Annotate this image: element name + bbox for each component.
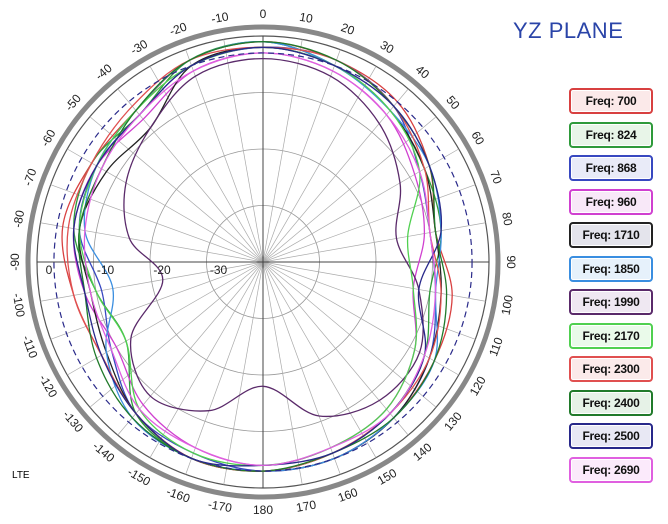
angle-spoke (262, 261, 377, 458)
angle-spoke (262, 261, 486, 302)
angle-spoke (40, 261, 264, 302)
angle-tick-label: 180 (253, 503, 273, 517)
angle-spoke (185, 49, 264, 263)
series-layer (53, 41, 473, 472)
legend-item-2300[interactable]: Freq: 2300 (569, 356, 653, 382)
angle-spoke (149, 261, 264, 458)
outer-ring (25, 24, 501, 500)
legend-item-960[interactable]: Freq: 960 (569, 188, 653, 215)
reference-circle (53, 52, 473, 472)
angle-spoke (262, 261, 437, 408)
angle-tick-label: 170 (295, 498, 317, 515)
angle-tick-label: -10 (210, 9, 230, 26)
angle-spoke (262, 88, 409, 263)
legend-item-700[interactable]: Freq: 700 (569, 88, 653, 114)
angle-spoke (223, 39, 264, 263)
angle-spoke (262, 66, 377, 263)
angle-spoke (40, 222, 264, 263)
angle-spoke (262, 261, 303, 485)
band-label: LTE (12, 470, 30, 481)
legend-item-1710[interactable]: Freq: 1710 (569, 222, 653, 248)
angle-tick-label: 90 (504, 255, 518, 269)
angle-spoke (67, 148, 264, 263)
angle-spoke (117, 88, 264, 263)
angle-spoke (117, 261, 264, 436)
angle-tick-label: 80 (499, 211, 515, 227)
angle-spoke (262, 261, 476, 340)
radial-tick-label: 0 (46, 263, 53, 277)
angle-spoke (223, 261, 264, 485)
legend-item-2500[interactable]: Freq: 2500 (569, 423, 653, 449)
angle-spoke (149, 66, 264, 263)
legend-item-824[interactable]: Freq: 824 (569, 121, 653, 148)
angle-spoke (262, 261, 459, 376)
angle-tick-label: 10 (298, 10, 314, 26)
angle-tick-label: 100 (499, 294, 516, 316)
angle-spoke (262, 222, 486, 263)
angle-tick-label: 70 (487, 169, 505, 187)
series-line-1990 (123, 57, 424, 418)
polar-grid (25, 24, 501, 500)
angle-tick-label: 60 (468, 129, 487, 148)
angle-tick-label: -80 (10, 209, 27, 229)
angle-tick-label: -60 (38, 127, 59, 149)
angle-spoke (185, 261, 264, 475)
angle-spoke (262, 184, 476, 263)
angle-spoke (262, 39, 303, 263)
angle-tick-label: -20 (168, 19, 189, 38)
angle-tick-label: 0 (260, 7, 267, 21)
angle-tick-label: -160 (165, 484, 193, 505)
angle-tick-label: 110 (486, 335, 506, 358)
legend-item-2690[interactable]: Freq: 2690 (569, 456, 653, 483)
angle-tick-label: -70 (20, 166, 39, 187)
legend-item-1850[interactable]: Freq: 1850 (569, 255, 653, 282)
angle-spoke (67, 261, 264, 376)
legend-item-2400[interactable]: Freq: 2400 (569, 389, 653, 416)
radial-tick-label: -30 (210, 263, 228, 277)
legend-item-2170[interactable]: Freq: 2170 (569, 322, 653, 349)
angle-tick-label: 50 (443, 93, 463, 112)
angle-tick-label: -100 (10, 292, 28, 318)
chart-title: YZ PLANE (513, 18, 624, 43)
legend-item-1990[interactable]: Freq: 1990 (569, 289, 653, 315)
angle-tick-label: -110 (19, 334, 40, 361)
radial-tick-label: -20 (153, 263, 171, 277)
angle-tick-label: 40 (413, 62, 432, 82)
angle-spoke (262, 116, 437, 263)
angle-spoke (262, 49, 341, 263)
angle-tick-label: -30 (128, 37, 150, 58)
angle-tick-label: 160 (336, 485, 360, 505)
legend-item-868[interactable]: Freq: 868 (569, 155, 653, 181)
angle-spoke (262, 261, 341, 475)
series-line-2690 (83, 52, 437, 467)
angle-tick-label: 20 (339, 20, 357, 38)
angle-tick-label: 30 (378, 38, 397, 57)
angle-spoke (262, 261, 409, 436)
angle-tick-label: -90 (8, 253, 22, 271)
radial-tick-label: -10 (97, 263, 115, 277)
angle-tick-label: -170 (207, 497, 233, 515)
angle-spoke (262, 148, 459, 263)
